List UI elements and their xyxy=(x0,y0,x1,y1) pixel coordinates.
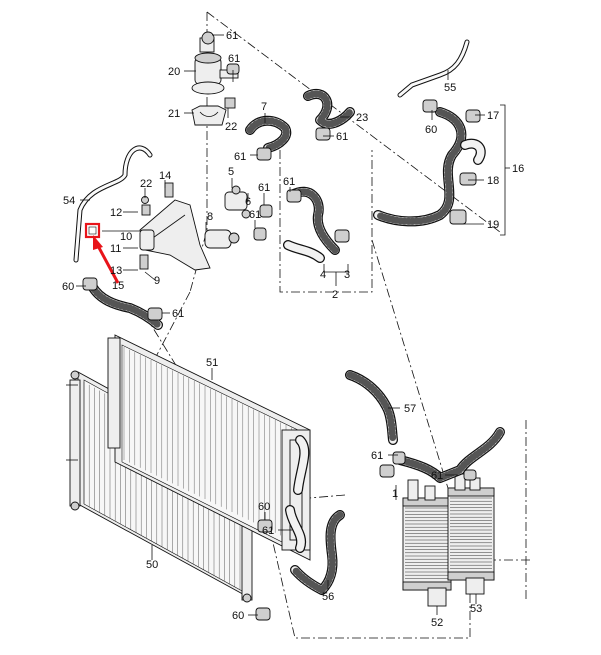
hose-16 xyxy=(373,107,486,227)
label-60-b: 60 xyxy=(62,281,74,293)
hose-1 xyxy=(395,427,505,483)
label-61-h: 61 xyxy=(283,176,295,188)
label-15: 15 xyxy=(112,280,124,292)
label-55: 55 xyxy=(444,82,456,94)
label-56: 56 xyxy=(322,591,334,603)
label-17: 17 xyxy=(487,110,499,122)
label-57: 57 xyxy=(404,403,416,415)
valve-bracket-assembly xyxy=(139,182,251,271)
label-16: 16 xyxy=(512,163,524,175)
label-53: 53 xyxy=(470,603,482,615)
label-19: 19 xyxy=(487,219,499,231)
label-21: 21 xyxy=(168,108,180,120)
label-61-g: 61 xyxy=(249,209,261,221)
label-54: 54 xyxy=(63,195,75,207)
label-61-i: 61 xyxy=(371,450,383,462)
label-2: 2 xyxy=(332,289,338,301)
hose-radiator-neck xyxy=(293,435,310,495)
label-5: 5 xyxy=(228,166,234,178)
label-60-d: 60 xyxy=(232,610,244,622)
leader-lines xyxy=(76,34,510,616)
hose-56 xyxy=(285,505,345,595)
label-12: 12 xyxy=(110,207,122,219)
label-1: 1 xyxy=(392,488,398,500)
hose-57 xyxy=(345,370,398,445)
label-51: 51 xyxy=(206,357,218,369)
highlighted-part-10[interactable] xyxy=(84,222,120,284)
label-13: 13 xyxy=(110,265,122,277)
label-61-top: 61 xyxy=(226,30,238,42)
label-50: 50 xyxy=(146,559,158,571)
label-8: 8 xyxy=(207,211,213,223)
label-9: 9 xyxy=(154,275,160,287)
cooler-53 xyxy=(447,473,495,595)
label-14: 14 xyxy=(159,170,171,182)
label-60-c: 60 xyxy=(258,501,270,513)
clips-small xyxy=(82,63,481,621)
hose-2 xyxy=(283,186,340,263)
pipe-55 xyxy=(397,39,470,98)
label-61-c: 61 xyxy=(336,131,348,143)
label-61-j: 61 xyxy=(431,470,443,482)
callout-labels: 61 20 61 21 22 7 23 61 61 55 17 60 18 16… xyxy=(62,30,524,629)
label-60-a: 60 xyxy=(425,124,437,136)
label-10: 10 xyxy=(120,231,132,243)
label-61-e: 61 xyxy=(172,308,184,320)
bracket-21 xyxy=(191,105,227,126)
label-7: 7 xyxy=(261,101,267,113)
label-61-k: 61 xyxy=(262,525,274,537)
label-52: 52 xyxy=(431,617,443,629)
pipe-54 xyxy=(73,145,153,263)
hose-7-23 xyxy=(245,89,355,153)
label-4: 4 xyxy=(320,269,326,281)
cooler-52 xyxy=(402,479,452,607)
label-11: 11 xyxy=(110,243,121,255)
label-23: 23 xyxy=(356,112,368,124)
label-61-d: 61 xyxy=(234,151,246,163)
label-3: 3 xyxy=(344,269,350,281)
label-6: 6 xyxy=(245,196,251,208)
label-18: 18 xyxy=(487,175,499,187)
label-61-b: 61 xyxy=(228,53,240,65)
label-22-a: 22 xyxy=(225,121,237,133)
label-61-f: 61 xyxy=(258,182,270,194)
label-22-b: 22 xyxy=(140,178,152,190)
label-20: 20 xyxy=(168,66,180,78)
